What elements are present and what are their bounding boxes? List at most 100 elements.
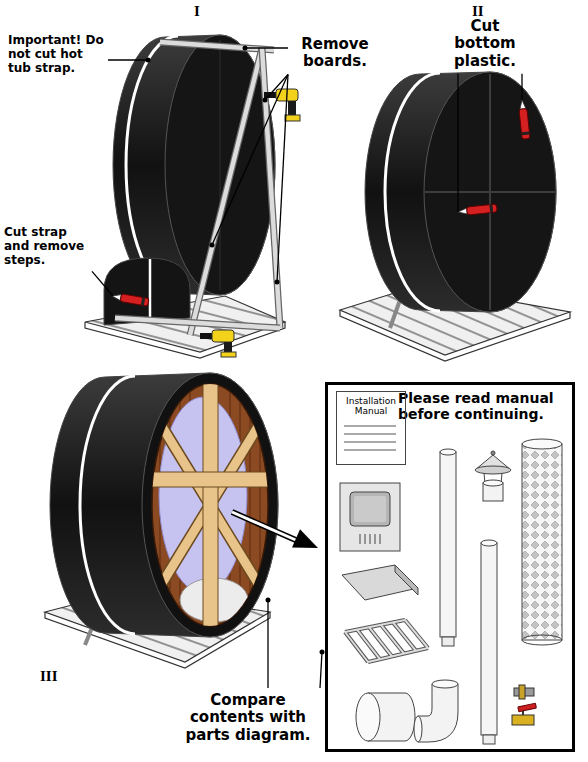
shipping-frame	[160, 42, 274, 50]
manual-booklet: Installation Manual	[336, 391, 406, 465]
pipe-cylinder	[356, 693, 415, 741]
stove-door	[380, 534, 381, 544]
grate	[357, 630, 380, 660]
spark-guard	[522, 444, 562, 640]
hot-tub-drum	[126, 36, 178, 294]
manual-lines	[344, 434, 396, 435]
hose-fitting	[514, 685, 534, 699]
hot-tub-drum	[113, 35, 275, 295]
pallet	[340, 310, 570, 361]
spark-guard	[522, 635, 562, 645]
ash-tray	[342, 565, 418, 600]
label-holder: Cut bottom plastic.	[446, 18, 524, 70]
leader-dots	[210, 243, 215, 248]
chimney-pipe	[440, 449, 456, 455]
leader-lines	[265, 75, 288, 101]
callout-text: Remove boards.	[292, 36, 378, 71]
leader-lines	[457, 74, 458, 212]
label-holder: Cut strap and remove steps.	[4, 226, 88, 267]
chimney-pipe	[440, 449, 456, 646]
drill	[285, 115, 300, 121]
hot-tub-drum	[148, 472, 276, 487]
pipe-elbow	[414, 680, 458, 742]
knife	[120, 294, 149, 307]
panel-heading: Please read manual before continuing.	[398, 390, 568, 422]
grate	[369, 627, 392, 656]
knife	[458, 204, 498, 216]
manual-lines	[344, 442, 396, 443]
stove-door	[354, 496, 386, 522]
pointer-arrow	[232, 512, 298, 541]
drill	[200, 333, 212, 339]
knife	[519, 100, 526, 110]
grate	[381, 625, 404, 654]
hot-tub-drum	[113, 35, 275, 295]
manual-lines	[344, 426, 396, 450]
hot-tub-drum	[390, 300, 400, 328]
knife	[111, 292, 149, 306]
ash-tray	[342, 565, 418, 600]
drill	[212, 330, 234, 342]
label-holder: Important! Do not cut hot tub strap.	[8, 34, 104, 75]
hot-tub-drum	[365, 72, 556, 312]
hot-tub-drum	[260, 380, 261, 630]
stove-door	[350, 492, 390, 526]
hot-tub-drum	[220, 40, 221, 290]
hose-fitting	[519, 685, 525, 699]
leader-dots	[275, 280, 280, 285]
knife	[467, 204, 498, 215]
hot-tub-drum	[50, 373, 278, 645]
callout-text: Cut strap and remove steps.	[4, 226, 88, 267]
pointer-arrow	[232, 512, 298, 541]
leader-dots	[266, 598, 271, 603]
stove-door	[370, 534, 371, 544]
knife	[111, 293, 121, 300]
chimney-pipe	[481, 543, 497, 735]
leader-lines	[267, 600, 268, 688]
leader-lines	[320, 652, 322, 688]
panel-number: I	[194, 3, 218, 20]
drain-valve	[512, 715, 534, 725]
shipping-frame	[190, 48, 262, 335]
leader-dots	[320, 650, 325, 655]
drain-valve	[518, 703, 537, 712]
drain-valve	[512, 703, 536, 725]
knife	[521, 131, 529, 135]
shipping-frame	[115, 42, 280, 335]
hot-tub-drum	[50, 373, 278, 637]
shipping-frame	[190, 48, 262, 335]
drill	[200, 330, 236, 357]
hot-tub-drum	[425, 191, 555, 193]
knife	[519, 109, 530, 140]
warning-note: Important! Do not cut hot tub strap.	[8, 34, 104, 75]
spark-guard	[522, 439, 562, 449]
pointer-arrow	[232, 512, 318, 548]
grate	[345, 620, 428, 662]
leader-lines	[92, 271, 113, 296]
callout-text: Cut bottom plastic.	[446, 18, 524, 70]
manual-lines	[344, 450, 396, 451]
hot-tub-drum	[424, 72, 556, 312]
stove-door	[340, 483, 400, 551]
chimney-cap	[475, 466, 511, 474]
stove-door	[360, 534, 361, 544]
leader-lines	[245, 47, 288, 48]
spark-guard	[522, 439, 562, 645]
parts-panel: Please read manual before continuing.Ins…	[325, 382, 575, 752]
label-holder: III	[40, 668, 74, 685]
hot-tub-drum	[142, 373, 278, 637]
shipping-frame	[115, 318, 280, 328]
leader-lines	[521, 74, 522, 100]
stove-door	[340, 483, 400, 551]
drill	[221, 352, 236, 357]
hot-tub-drum	[250, 380, 251, 630]
grate	[345, 632, 368, 662]
pipe-cylinder	[356, 693, 380, 741]
pipe-elbow	[432, 680, 458, 688]
shipping-frame	[160, 42, 274, 50]
manual-lines	[344, 426, 396, 427]
pipe-elbow	[418, 684, 458, 742]
label-holder: Remove boards.	[292, 36, 378, 71]
